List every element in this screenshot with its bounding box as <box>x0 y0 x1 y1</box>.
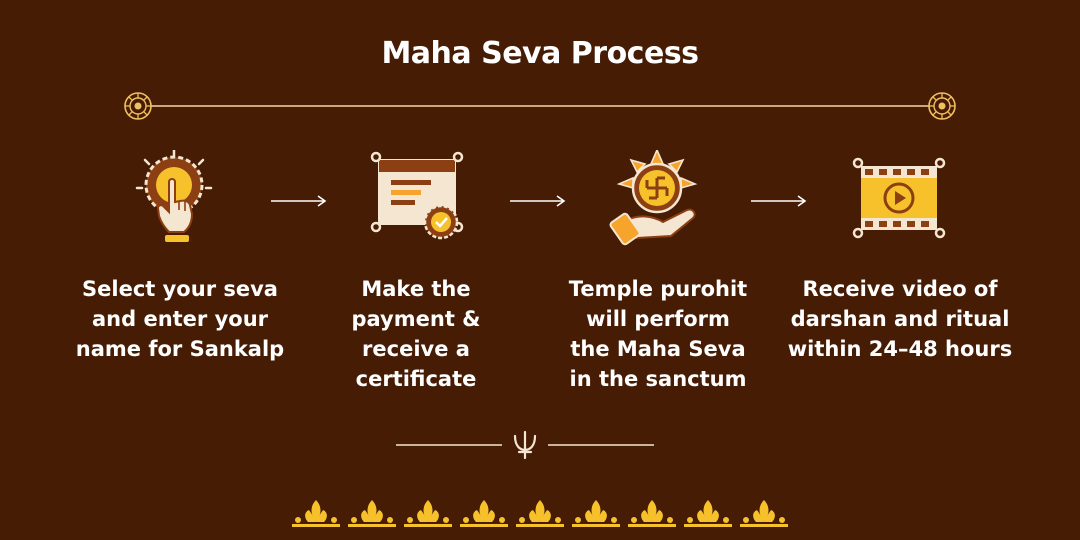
page-title: Maha Seva Process <box>381 36 699 71</box>
finger-tap-icon <box>135 150 213 242</box>
mandala-right-icon <box>928 92 956 120</box>
swastika-offering-icon <box>609 150 698 246</box>
border-motif <box>292 500 788 527</box>
arrow-3-icon <box>751 195 807 207</box>
certificate-icon <box>370 151 464 240</box>
arrow-1-icon <box>271 195 327 207</box>
trishul-divider <box>396 430 654 460</box>
trishul-icon <box>513 430 537 460</box>
arrow-2-icon <box>510 195 566 207</box>
mandala-left-icon <box>124 92 152 120</box>
video-film-icon <box>852 157 946 239</box>
top-divider <box>124 92 956 120</box>
